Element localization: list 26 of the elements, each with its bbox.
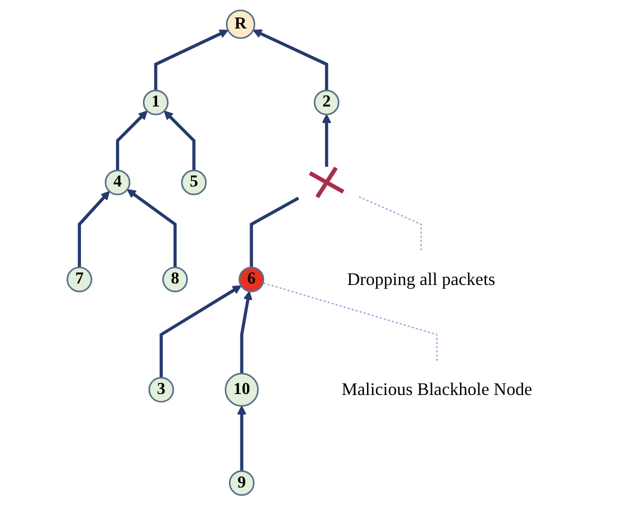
network-node: 6 <box>238 266 264 292</box>
network-node: 8 <box>162 266 188 292</box>
network-node: 9 <box>228 470 254 496</box>
network-node: 7 <box>66 266 92 292</box>
arrow <box>159 285 242 378</box>
network-node: 5 <box>180 170 206 196</box>
network-node: R <box>225 10 255 39</box>
arrow <box>322 114 331 167</box>
leader-line <box>262 282 438 361</box>
arrow <box>116 110 148 170</box>
annotation-text: Dropping all packets <box>346 269 495 290</box>
network-node: 10 <box>224 372 258 407</box>
arrow <box>126 189 176 268</box>
network-node: 1 <box>142 90 168 116</box>
arrow <box>154 30 228 90</box>
arrow <box>236 406 246 472</box>
network-node: 3 <box>148 376 174 403</box>
cross-mark <box>308 166 344 198</box>
network-node: 2 <box>313 90 339 116</box>
annotation-text: Malicious Blackhole Node <box>341 380 532 400</box>
arrow <box>77 190 110 268</box>
network-node: 4 <box>104 170 130 196</box>
arrow <box>163 110 195 170</box>
leader-line <box>357 196 422 250</box>
arrow <box>252 29 328 90</box>
arrow <box>240 290 252 374</box>
